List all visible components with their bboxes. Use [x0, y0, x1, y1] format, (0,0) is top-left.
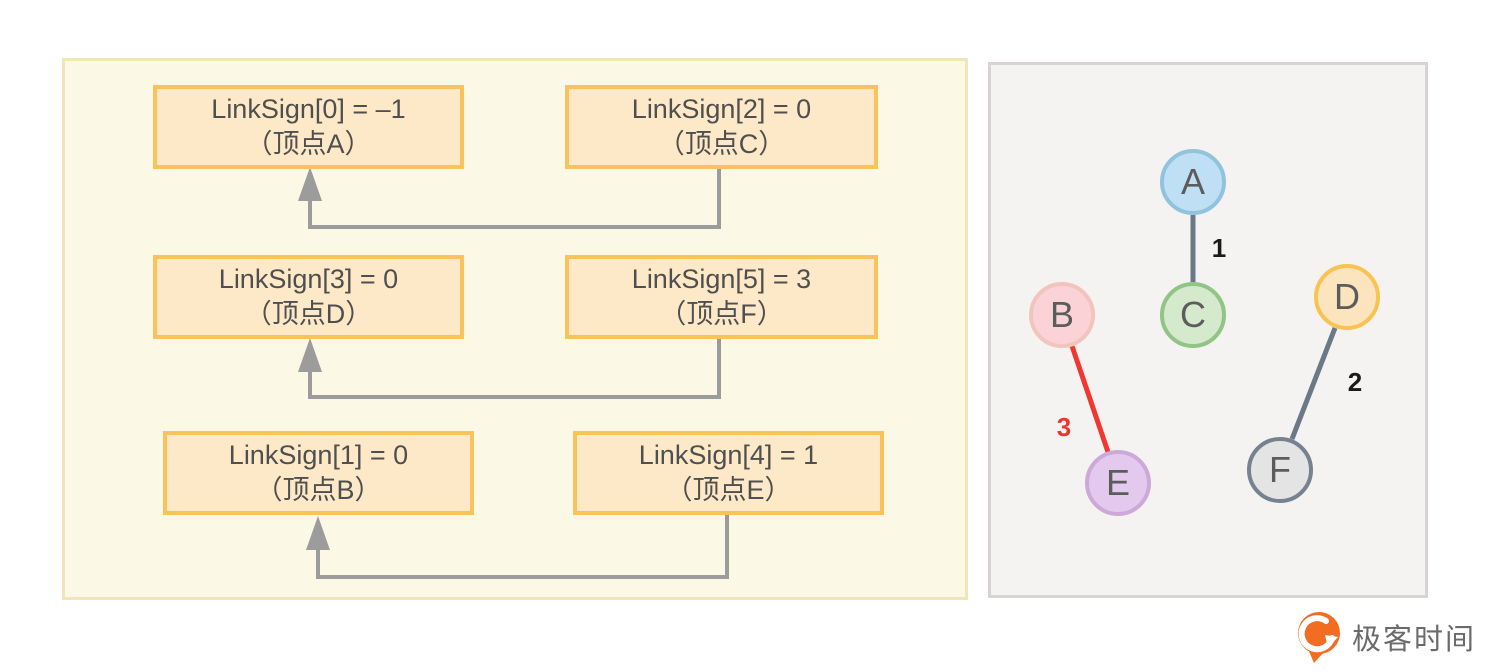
- node-label: D: [1334, 276, 1360, 317]
- geektime-logo-icon: [1298, 612, 1340, 663]
- parent-pointer-connectors: [298, 167, 729, 579]
- node-label: C: [1180, 294, 1206, 335]
- linksign-box-vertex-d: LinkSign[3] = 0 （顶点D）: [153, 255, 464, 339]
- linksign-vertex: （顶点C）: [657, 129, 786, 159]
- connector-e-to-b: [306, 514, 729, 579]
- connector-f-to-d: [298, 338, 721, 399]
- graph-node-a: A: [1160, 149, 1226, 215]
- edge-weight-d-f: 2: [1347, 366, 1363, 397]
- graph-node-b: B: [1029, 282, 1095, 348]
- linksign-vertex: （顶点E）: [665, 475, 792, 505]
- graph-node-c: C: [1160, 282, 1226, 348]
- geektime-logo-text: 极客时间: [1352, 624, 1477, 656]
- linksign-vertex: （顶点D）: [244, 299, 373, 329]
- linksign-value: LinkSign[1] = 0: [228, 439, 409, 470]
- linksign-box-vertex-f: LinkSign[5] = 3 （顶点F）: [565, 255, 878, 339]
- edge-weight-a-c: 1: [1211, 232, 1227, 263]
- node-label: E: [1105, 462, 1130, 503]
- linksign-vertex: （顶点F）: [659, 299, 784, 329]
- linksign-value: LinkSign[0] = –1: [211, 93, 406, 124]
- linksign-value: LinkSign[4] = 1: [638, 439, 819, 470]
- edge-b-e: [1069, 345, 1111, 453]
- linksign-panel: LinkSign[0] = –1 （顶点A） LinkSign[2] = 0 （…: [62, 58, 968, 600]
- edge-d-f: [1289, 327, 1338, 440]
- linksign-value: LinkSign[2] = 0: [631, 93, 812, 124]
- graph-node-e: E: [1085, 450, 1151, 516]
- linksign-box-vertex-a: LinkSign[0] = –1 （顶点A）: [153, 85, 464, 169]
- edge-weight-b-e: 3: [1056, 411, 1072, 442]
- node-label: F: [1269, 449, 1291, 490]
- linksign-value: LinkSign[5] = 3: [631, 263, 812, 294]
- linksign-vertex: （顶点B）: [255, 475, 382, 505]
- linksign-box-vertex-b: LinkSign[1] = 0 （顶点B）: [163, 431, 474, 515]
- graph-panel: A B C D E F 1 2 3: [988, 62, 1428, 598]
- connector-c-to-a: [298, 167, 721, 229]
- linksign-vertex: （顶点A）: [245, 129, 372, 159]
- node-label: A: [1180, 161, 1205, 202]
- linksign-value: LinkSign[3] = 0: [218, 263, 399, 294]
- graph-node-f: F: [1247, 437, 1313, 503]
- node-label: B: [1049, 294, 1074, 335]
- geektime-logo: 极客时间: [1294, 610, 1476, 664]
- graph-node-d: D: [1314, 264, 1380, 330]
- linksign-box-vertex-c: LinkSign[2] = 0 （顶点C）: [565, 85, 878, 169]
- linksign-box-vertex-e: LinkSign[4] = 1 （顶点E）: [573, 431, 884, 515]
- graph-edges: [1069, 215, 1338, 453]
